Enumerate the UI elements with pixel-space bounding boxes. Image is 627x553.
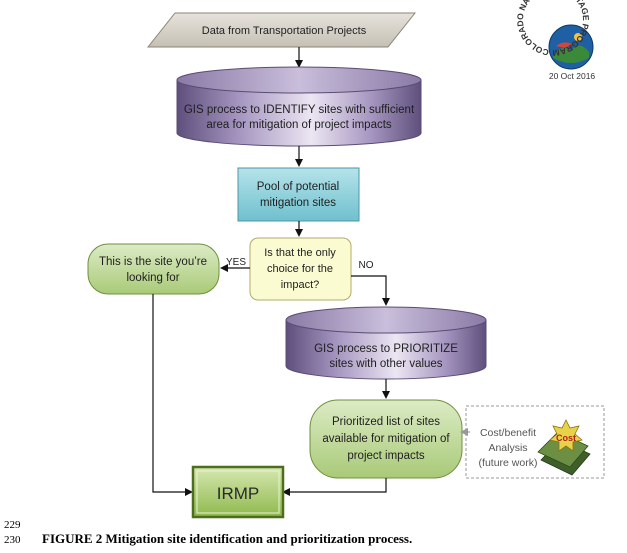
irmp-label: IRMP — [217, 484, 260, 503]
identify-process-label-line2: area for mitigation of project impacts — [206, 119, 392, 131]
cost-benefit-label-line3: (future work) — [479, 457, 538, 469]
prioritized-list-label-line2: available for mitigation of — [322, 433, 450, 445]
decision-label-line2: choice for the — [267, 263, 333, 275]
heritage-program-logo: COLORADO NATURAL HERITAGE PROGRAM 20 Oct… — [515, 0, 596, 81]
prioritized-list-node: Prioritized list of sites available for … — [309, 399, 463, 479]
logo-date: 20 Oct 2016 — [549, 71, 596, 81]
cost-money-icon: Cost — [537, 419, 591, 476]
this-site-node: This is the site you’re looking for — [87, 243, 220, 295]
line-number-b: 230 — [4, 534, 21, 546]
prioritized-list-label-line3: project impacts — [347, 450, 425, 462]
pool-node: Pool of potential mitigation sites — [237, 167, 360, 222]
cost-benefit-label-line2: Analysis — [488, 442, 527, 454]
cost-benefit-label-line1: Cost/benefit — [480, 427, 536, 439]
figure-caption: FIGURE 2 Mitigation site identification … — [42, 531, 412, 546]
identify-process-label-line1: GIS process to IDENTIFY sites with suffi… — [184, 104, 415, 116]
this-site-label-line1: This is the site you’re — [99, 256, 207, 268]
prioritize-process-cylinder: GIS process to PRIORITIZE sites with oth… — [285, 306, 487, 380]
no-label: NO — [359, 260, 374, 271]
prioritize-process-label-line2: sites with other values — [329, 358, 442, 370]
cost-badge-label: Cost — [556, 433, 576, 443]
prioritize-process-label-line1: GIS process to PRIORITIZE — [314, 343, 458, 355]
arrow-this-site-to-irmp — [152, 294, 193, 496]
yes-label: YES — [226, 257, 246, 268]
decision-node: Is that the only choice for the impact? — [249, 237, 352, 301]
input-data-label: Data from Transportation Projects — [202, 25, 367, 37]
line-number-a: 229 — [4, 519, 21, 531]
pool-label-line2: mitigation sites — [260, 197, 336, 209]
input-data-node: Data from Transportation Projects — [146, 12, 417, 48]
identify-process-cylinder: GIS process to IDENTIFY sites with suffi… — [176, 66, 422, 147]
cost-benefit-node: Cost/benefit Analysis (future work) Cost — [460, 405, 605, 479]
arrow-list-to-irmp — [282, 478, 387, 496]
decision-label-line1: Is that the only — [264, 247, 336, 259]
decision-label-line3: impact? — [281, 279, 320, 291]
pool-label-line1: Pool of potential — [257, 181, 339, 193]
prioritized-list-label-line1: Prioritized list of sites — [332, 416, 440, 428]
arrow-no — [351, 275, 390, 306]
this-site-label-line2: looking for — [126, 272, 179, 284]
irmp-node: IRMP — [191, 465, 285, 519]
